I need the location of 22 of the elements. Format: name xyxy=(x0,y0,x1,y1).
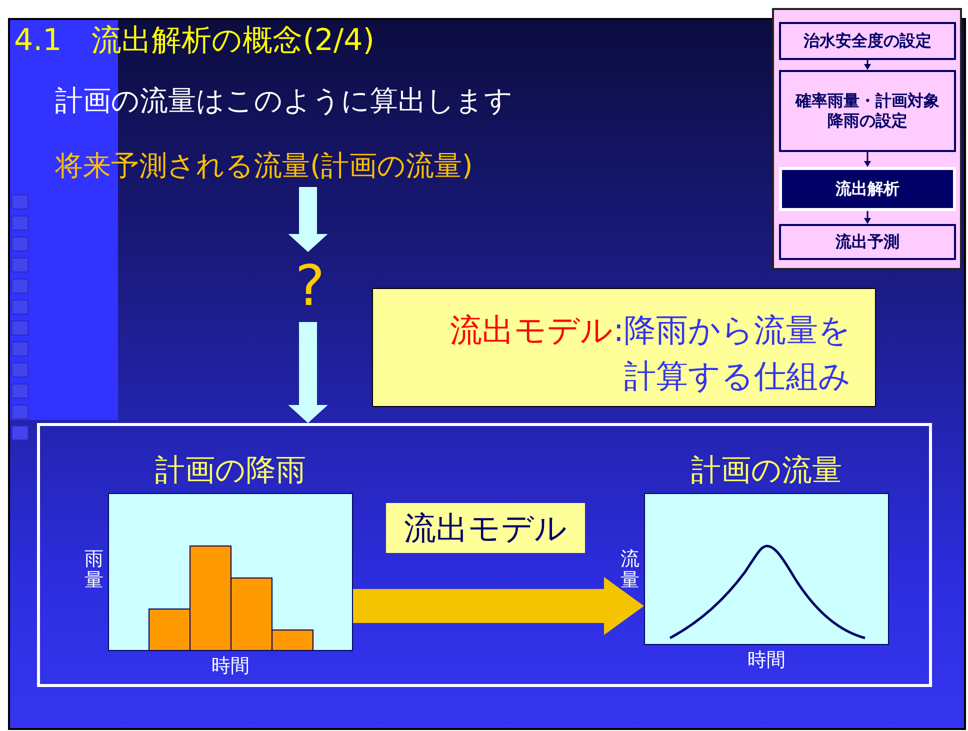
arrow xyxy=(864,211,871,224)
axis-label: 時間 xyxy=(210,654,250,679)
definition-text: :降雨から流量を計算する仕組み xyxy=(613,311,851,395)
arrow xyxy=(864,60,871,70)
arrow xyxy=(864,152,871,167)
arrow xyxy=(288,322,328,423)
process-box: 流出解析 xyxy=(782,170,953,208)
process-box: 治水安全度の設定 xyxy=(779,22,956,60)
axis-label: 流量 xyxy=(620,549,640,591)
model-box: 流出モデル xyxy=(386,503,585,553)
chart-title: 計画の流量 xyxy=(690,452,843,490)
arrow xyxy=(353,577,644,635)
process-box: 確率雨量・計画対象降雨の設定 xyxy=(779,70,956,152)
callout-box xyxy=(372,288,876,407)
chart-title: 計画の降雨 xyxy=(154,452,307,490)
term-text: 流出モデル xyxy=(450,311,614,349)
axis-label: 雨量 xyxy=(84,549,104,591)
frame xyxy=(37,423,932,687)
arrow xyxy=(288,187,328,252)
question-mark: ? xyxy=(288,252,332,322)
process-box: 流出予測 xyxy=(779,224,956,260)
axis-label: 時間 xyxy=(746,648,786,673)
